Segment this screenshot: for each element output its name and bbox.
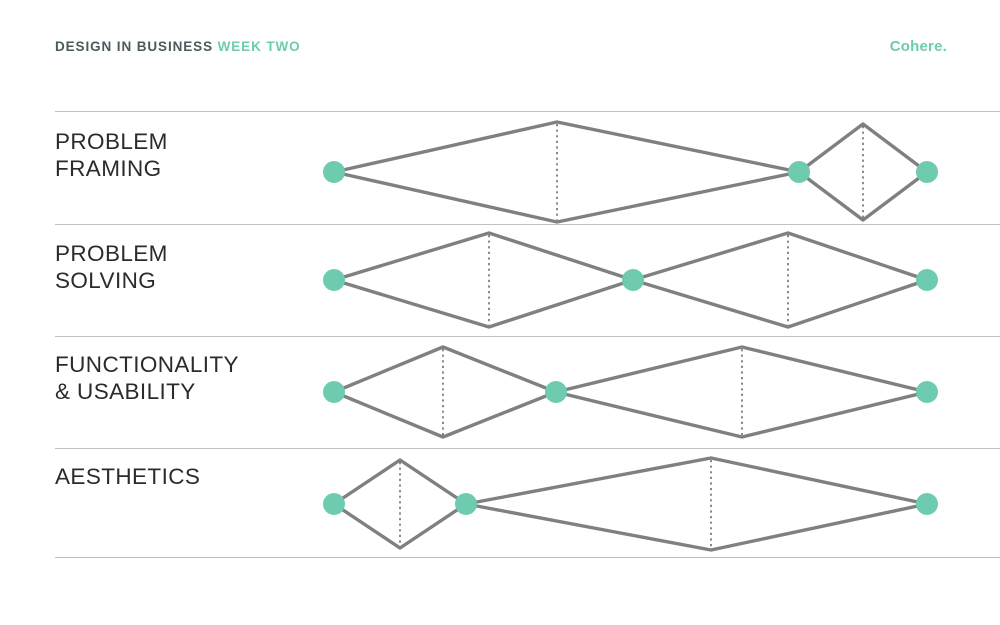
brand-logo: Cohere. <box>889 38 947 55</box>
row-divider <box>55 448 1000 449</box>
row-label-problem-solving: PROBLEM SOLVING <box>55 241 168 293</box>
row-divider <box>55 224 1000 225</box>
page-header: DESIGN IN BUSINESS WEEK TWO Cohere. <box>0 0 1000 100</box>
row-label-aesthetics: AESTHETICS <box>55 464 201 489</box>
header-title-accent: WEEK TWO <box>217 39 301 54</box>
header-title: DESIGN IN BUSINESS WEEK TWO <box>55 40 301 54</box>
row-divider <box>55 111 1000 112</box>
row-divider <box>55 336 1000 337</box>
row-label-problem-framing: PROBLEM FRAMING <box>55 129 168 181</box>
header-title-main: DESIGN IN BUSINESS <box>55 39 213 54</box>
row-divider-bottom <box>55 557 1000 558</box>
row-label-functionality-usability: FUNCTIONALITY & USABILITY <box>55 352 239 404</box>
